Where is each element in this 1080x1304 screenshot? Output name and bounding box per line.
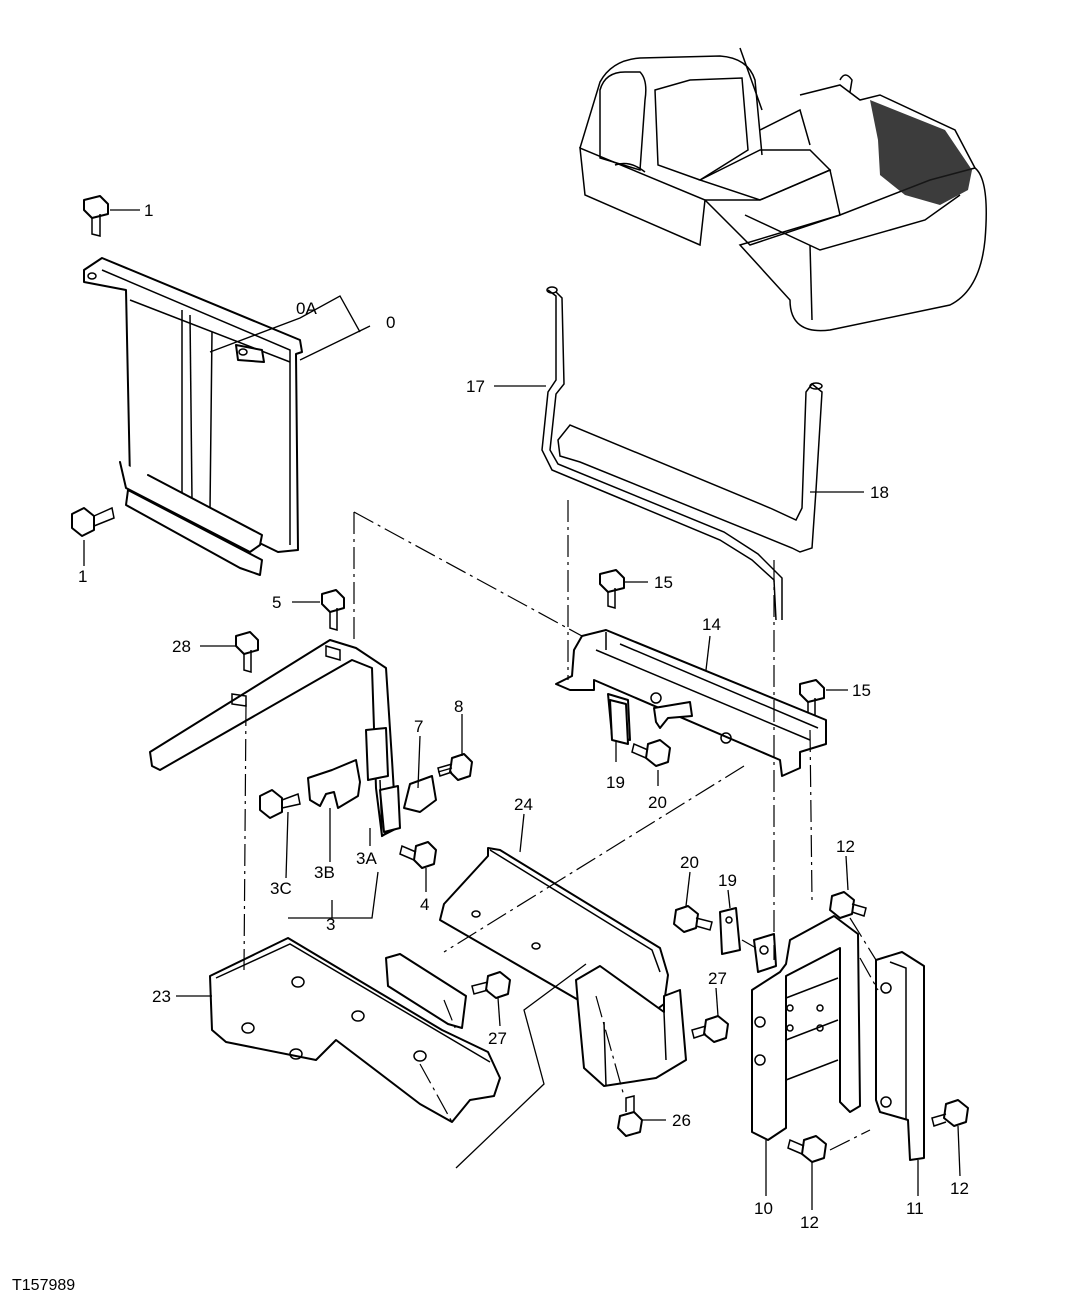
tray-23 <box>209 937 501 1123</box>
label-0: 0 <box>386 313 395 332</box>
frame-10 <box>751 915 861 1141</box>
bolt-26 <box>617 1095 643 1137</box>
label-18: 18 <box>870 483 889 502</box>
bolt-1-bottom <box>71 506 115 537</box>
label-4: 4 <box>420 895 429 914</box>
label-27-left: 27 <box>488 1029 507 1048</box>
label-10: 10 <box>754 1199 773 1218</box>
label-11: 11 <box>906 1199 924 1218</box>
bolt-5 <box>321 589 345 631</box>
figure-reference-code: T157989 <box>12 1277 75 1294</box>
label-1-top: 1 <box>144 201 153 220</box>
bolt-20-upper <box>631 739 671 767</box>
frame-3A <box>149 639 399 838</box>
clamp-19-upper <box>609 699 629 745</box>
label-20-lower: 20 <box>680 853 699 872</box>
bolt-12-right <box>931 1099 969 1127</box>
label-17: 17 <box>466 377 485 396</box>
label-8: 8 <box>454 697 463 716</box>
label-3B: 3B <box>314 863 335 882</box>
callout-labels: 1 1 0A 0 17 18 15 14 15 5 28 7 8 19 20 2… <box>78 201 969 1232</box>
bolt-1-top <box>83 195 109 237</box>
label-7: 7 <box>414 717 423 736</box>
bolt-12-top <box>829 891 867 919</box>
label-20-upper: 20 <box>648 793 667 812</box>
label-5: 5 <box>272 593 281 612</box>
pipe-18 <box>557 382 823 553</box>
bolt-27-left <box>471 971 511 999</box>
label-3A: 3A <box>356 849 377 868</box>
bolt-27-right <box>691 1015 729 1043</box>
support-bracket <box>575 965 687 1087</box>
label-27-right: 27 <box>708 969 727 988</box>
label-28: 28 <box>172 637 191 656</box>
bolt-28 <box>235 631 259 673</box>
label-26: 26 <box>672 1111 691 1130</box>
bolt-8 <box>437 753 473 781</box>
bolt-15-top <box>599 569 625 609</box>
bolt-15-right <box>799 679 825 719</box>
label-15-top: 15 <box>654 573 673 592</box>
label-12-right: 12 <box>950 1179 969 1198</box>
guard-panel-0 <box>83 257 303 576</box>
label-19-upper: 19 <box>606 773 625 792</box>
bracket-14 <box>555 629 827 777</box>
bolt-3C <box>259 789 301 819</box>
channel-11 <box>875 951 925 1161</box>
bolt-20-lower <box>673 905 713 933</box>
label-14: 14 <box>702 615 721 634</box>
pipe-17 <box>541 286 783 621</box>
label-24: 24 <box>514 795 533 814</box>
label-3C: 3C <box>270 879 292 898</box>
label-23: 23 <box>152 987 171 1006</box>
bolt-12-bottom <box>787 1135 827 1163</box>
label-1-bottom: 1 <box>78 567 87 586</box>
bolt-4 <box>399 841 437 869</box>
clamp-19-lower <box>719 907 741 955</box>
excavator-outline-icon <box>579 47 987 332</box>
clip-7 <box>379 775 437 833</box>
label-12-top: 12 <box>836 837 855 856</box>
label-3: 3 <box>326 915 335 934</box>
label-0A: 0A <box>296 299 317 318</box>
label-12-bottom: 12 <box>800 1213 819 1232</box>
bracket-3B <box>307 759 361 809</box>
leader-lines <box>83 209 961 1210</box>
alignment-lines <box>243 500 879 1151</box>
label-19-lower: 19 <box>718 871 737 890</box>
label-15-right: 15 <box>852 681 871 700</box>
